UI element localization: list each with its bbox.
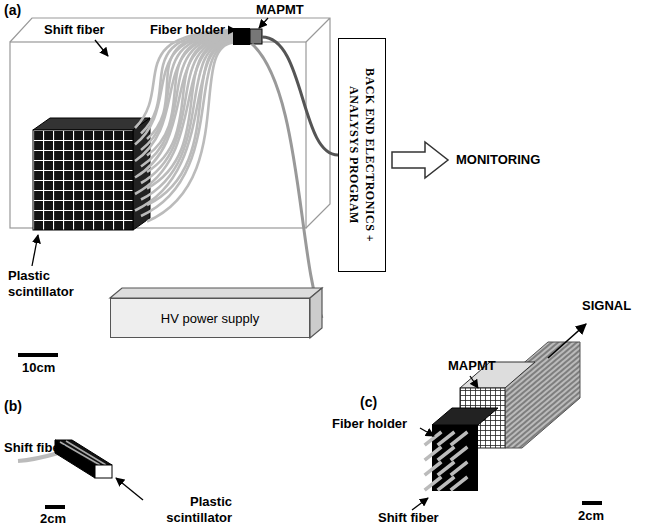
scale-bar xyxy=(582,501,602,505)
fiber-stub xyxy=(452,448,466,459)
hv-box-side xyxy=(310,288,322,338)
part-label: MONITORING xyxy=(456,152,540,168)
signal-arrow xyxy=(548,324,586,358)
signal-cable xyxy=(262,37,338,155)
part-label: Plastic scintillator xyxy=(8,268,98,301)
fiber-stub xyxy=(439,448,453,459)
part-label: Plastic scintillator xyxy=(140,494,232,527)
part-label: 2cm xyxy=(578,508,604,524)
fiber-stub xyxy=(426,448,440,459)
part-label: Shift fiber xyxy=(378,510,439,526)
fiber-stub xyxy=(426,478,440,489)
hv-cable xyxy=(252,44,322,318)
block-arrow xyxy=(392,142,448,178)
part-label: MAPMT xyxy=(448,358,496,374)
part-label: 10cm xyxy=(22,360,55,376)
leader-line xyxy=(116,478,143,500)
box-title: BACK END ELECTRONICS + ANALYSYS PROGRAM xyxy=(346,48,378,262)
power-supply-box: HV power supply xyxy=(110,298,310,338)
scale-bar xyxy=(18,353,58,357)
fiber-stub xyxy=(426,433,440,444)
mapmt xyxy=(250,29,262,44)
box-label: HV power supply xyxy=(161,311,259,326)
leader-lines xyxy=(32,18,268,266)
fiber-stub xyxy=(426,463,440,474)
shift-fiber xyxy=(141,40,233,200)
panel-letter: (b) xyxy=(4,398,22,416)
leader-lines xyxy=(412,376,478,510)
part-label: Shift fiber xyxy=(44,22,105,38)
panel-letter: (c) xyxy=(360,394,377,412)
shift-fiber xyxy=(147,43,233,222)
fiber-stub xyxy=(439,478,453,489)
hv-box-top xyxy=(110,288,322,298)
part-label: 2cm xyxy=(40,511,66,527)
fiber-stub xyxy=(439,433,453,444)
scale-bar xyxy=(45,505,65,509)
scintillator-block xyxy=(33,118,150,230)
shift-fiber xyxy=(141,42,233,216)
panel-letter: (a) xyxy=(4,2,21,20)
fiber-stub xyxy=(452,478,466,489)
part-label: SIGNAL xyxy=(582,298,631,314)
electronics-box: BACK END ELECTRONICS + ANALYSYS PROGRAM xyxy=(338,38,386,272)
shift-fiber xyxy=(135,41,233,210)
part-label: Shift fiber xyxy=(4,440,65,456)
part-label: MAPMT xyxy=(256,2,304,18)
fiber-stub xyxy=(439,463,453,474)
part-label: Fiber holder xyxy=(332,416,407,432)
mapmt-assembly xyxy=(426,342,580,491)
fiber-stub xyxy=(452,463,466,474)
fiber-stub xyxy=(452,433,466,444)
part-label: Fiber holder xyxy=(150,22,225,38)
shift-fibers xyxy=(135,30,233,222)
